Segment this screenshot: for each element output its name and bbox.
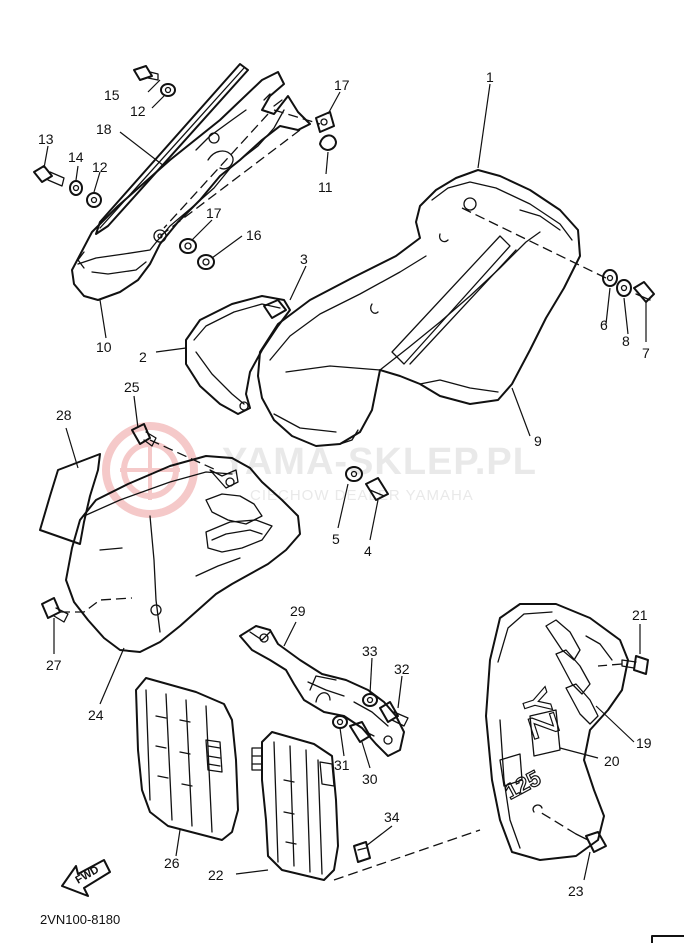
grommet-17-upper-icon	[315, 111, 335, 133]
grommet-17-lower-icon	[179, 238, 197, 254]
shroud-hardware	[539, 655, 649, 853]
callout-23: 23	[568, 883, 584, 899]
callout-28: 28	[56, 407, 72, 423]
collar-16-icon	[197, 254, 215, 270]
assembly-line-lower	[333, 829, 481, 881]
callout-12-lower: 12	[92, 159, 108, 175]
bolt-7-icon	[633, 281, 655, 303]
bolt-4-icon	[365, 477, 389, 501]
part-19-radiator-shroud: YZ 125	[485, 603, 629, 861]
watermark-tagline: CIECHOW DEALER YAMAHA	[250, 487, 474, 504]
washer-5-icon	[345, 466, 363, 482]
part-34-clip-icon	[353, 841, 371, 863]
washer-14-icon	[69, 180, 83, 196]
part-24-side-cover	[65, 455, 301, 653]
bolt-23-icon	[575, 831, 607, 853]
callout-7: 7	[642, 345, 650, 361]
washer-31-icon	[332, 715, 348, 729]
callout-15: 15	[104, 87, 120, 103]
callout-34: 34	[384, 809, 400, 825]
part-2-air-duct-seal	[185, 295, 291, 415]
callout-4: 4	[364, 543, 372, 559]
washer-33-icon	[362, 693, 378, 707]
callout-6: 6	[600, 317, 608, 333]
corner-marker	[651, 935, 684, 944]
side-cover-hardware	[41, 423, 217, 623]
callout-9: 9	[534, 433, 542, 449]
callout-25: 25	[124, 379, 140, 395]
part-22-radiator-guard-right	[251, 731, 339, 881]
diagram-code: 2VN100-8180	[40, 912, 120, 927]
fwd-arrow-icon: FWD	[61, 859, 111, 897]
callout-10: 10	[96, 339, 112, 355]
part-9-air-filter-case	[257, 169, 581, 447]
part-10-frame-cover	[71, 71, 311, 301]
callout-11: 11	[318, 179, 333, 195]
callout-5: 5	[332, 531, 340, 547]
bolt-27-icon	[41, 597, 69, 623]
washer-12-upper-icon	[160, 83, 176, 97]
callout-21: 21	[632, 607, 648, 623]
washer-8-icon	[616, 279, 632, 297]
callout-30: 30	[362, 771, 378, 787]
callout-32: 32	[394, 661, 410, 677]
upper-left-hardware	[33, 65, 337, 270]
callout-8: 8	[622, 333, 630, 349]
callout-18: 18	[96, 121, 112, 137]
grommet-11-icon	[319, 134, 337, 151]
part-28-number-sheet	[39, 453, 101, 545]
leader-lines	[43, 79, 647, 881]
bolt-21-icon	[621, 655, 649, 675]
watermark: YAMA-SKLEP.PL CIECHOW DEALER YAMAHA	[102, 422, 537, 518]
callout-12-upper: 12	[130, 103, 146, 119]
callout-33: 33	[362, 643, 378, 659]
callout-17-lower: 17	[206, 205, 222, 221]
callout-29: 29	[290, 603, 306, 619]
part-26-radiator-guard-left	[135, 677, 239, 841]
bolt-13-icon	[33, 165, 65, 187]
case-hardware	[345, 269, 655, 501]
callout-19: 19	[636, 735, 652, 751]
callout-14: 14	[68, 149, 84, 165]
washer-6-icon	[602, 269, 618, 287]
callout-numbers: 1 2 3 4 5 6 7 8 9 10 11 12 12 13 14 15 1…	[38, 69, 652, 899]
part-18-trim-strip	[95, 63, 249, 235]
assembly-lines-upper	[159, 109, 611, 281]
callout-20: 20	[604, 753, 620, 769]
callout-26: 26	[164, 855, 180, 871]
part-3-tab	[263, 299, 287, 319]
callout-1: 1	[486, 69, 494, 85]
callout-31: 31	[334, 757, 350, 773]
callout-22: 22	[208, 867, 224, 883]
washer-12-lower-icon	[86, 192, 102, 208]
callout-16: 16	[246, 227, 262, 243]
watermark-brand: YAMA-SKLEP.PL	[222, 441, 537, 483]
callout-27: 27	[46, 657, 62, 673]
callout-24: 24	[88, 707, 104, 723]
callout-3: 3	[300, 251, 308, 267]
callout-17-upper: 17	[334, 77, 350, 93]
part-29-radiator-bracket	[239, 625, 405, 757]
callout-13: 13	[38, 131, 54, 147]
callout-2: 2	[139, 349, 147, 365]
bolt-15-icon	[133, 65, 159, 81]
bolt-32-icon	[379, 701, 409, 727]
bolt-30-icon	[349, 721, 375, 743]
fwd-label: FWD	[74, 864, 102, 887]
